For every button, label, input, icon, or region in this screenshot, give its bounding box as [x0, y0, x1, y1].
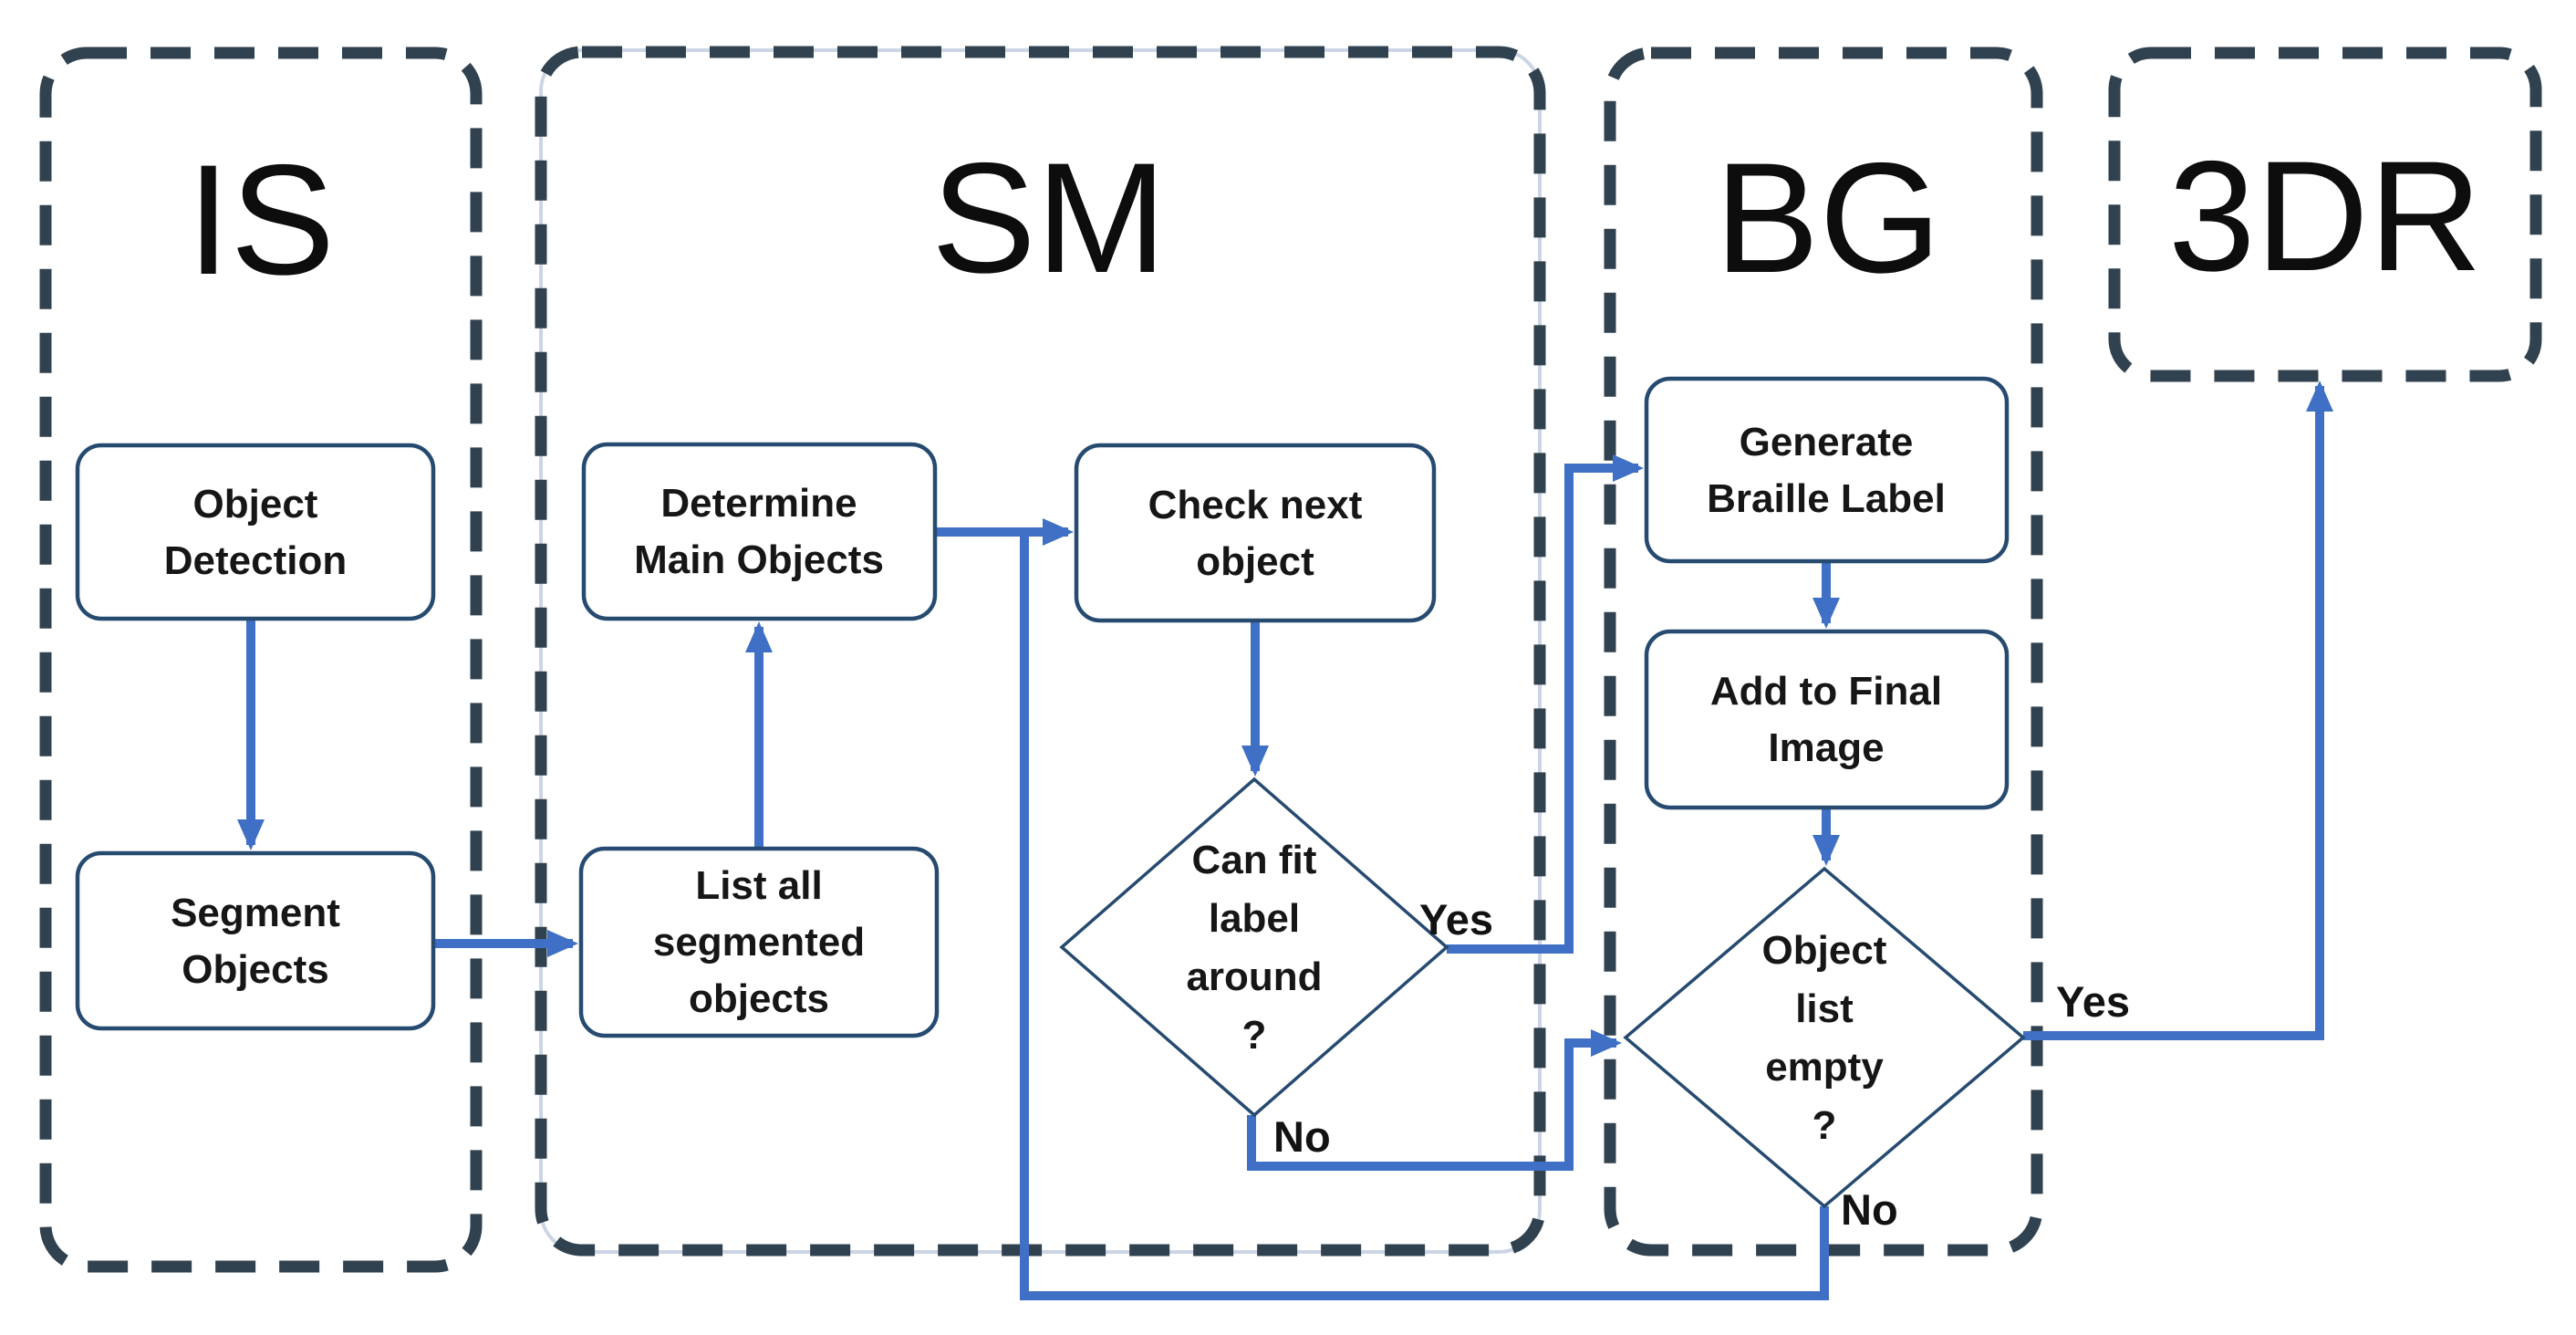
arrow-object-list-empty-yes-to-3dr	[2023, 381, 2333, 1040]
decision-object-list-empty-line-4: ?	[1813, 1103, 1837, 1148]
node-generate-braille-label-line-2: Braille Label	[1707, 476, 1946, 521]
node-determine-main-objects-box	[581, 442, 938, 621]
node-object-detection-line-2: Detection	[164, 538, 347, 583]
node-segment-objects-line-1: Segment	[171, 891, 340, 935]
decision-object-list-empty-shape	[1623, 866, 2026, 1209]
container-sm	[535, 46, 1546, 1257]
container-sm-label: SM	[931, 130, 1167, 306]
decision-object-list-empty-line-1: Object	[1762, 928, 1887, 973]
label-object-list-empty-no: No	[1841, 1185, 1898, 1234]
arrow-can-fit-yes-to-generate-braille	[1447, 454, 1644, 954]
node-check-next-object-line-2: object	[1196, 539, 1314, 584]
label-can-fit-yes: Yes	[1419, 895, 1493, 944]
node-check-next-object-box	[1074, 443, 1437, 623]
label-object-list-empty-yes: Yes	[2056, 977, 2130, 1026]
node-generate-braille-label-box	[1644, 376, 2010, 564]
decision-object-list-empty-line-2: list	[1795, 986, 1854, 1031]
node-list-segmented-objects-line-3: objects	[689, 976, 829, 1021]
node-generate-braille-label-line-1: Generate	[1740, 420, 1914, 464]
node-check-next-object-line-1: Check next	[1148, 483, 1363, 527]
arrow-can-fit-no-to-object-list-empty	[1247, 1029, 1622, 1171]
node-segment-objects-line-2: Objects	[182, 947, 328, 992]
label-can-fit-no: No	[1273, 1112, 1331, 1161]
node-check-next-object: Check next object	[1074, 443, 1437, 623]
node-object-detection-box	[75, 443, 436, 621]
node-add-to-final-image-line-2: Image	[1768, 725, 1884, 770]
node-determine-main-objects-line-1: Determine	[660, 481, 857, 526]
container-is-label: IS	[187, 132, 336, 308]
decision-object-list-empty-line-3: empty	[1765, 1045, 1884, 1090]
decision-can-fit-line-3: around	[1186, 954, 1322, 999]
decision-can-fit-line-2: label	[1209, 896, 1300, 941]
node-list-segmented-objects-box	[578, 846, 940, 1038]
node-list-segmented-objects-line-1: List all	[695, 863, 822, 908]
node-generate-braille-label: Generate Braille Label	[1644, 376, 2010, 564]
node-add-to-final-image: Add to Final Image	[1644, 629, 2010, 810]
container-is	[39, 47, 483, 1273]
node-object-detection: Object Detection	[75, 443, 436, 621]
node-list-segmented-objects-line-2: segmented	[653, 920, 865, 965]
line-object-list-empty-no-loop-to-check-next	[1020, 532, 1829, 1300]
node-object-detection-line-1: Object	[193, 482, 318, 527]
container-3dr	[2108, 47, 2542, 382]
decision-can-fit-label-around-shape	[1059, 777, 1449, 1118]
container-3dr-label: 3DR	[2168, 129, 2482, 304]
node-add-to-final-image-box	[1644, 629, 2010, 810]
decision-object-list-empty: Object list empty ?	[1623, 866, 2026, 1209]
decision-can-fit-line-1: Can fit	[1192, 838, 1317, 882]
node-determine-main-objects: Determine Main Objects	[581, 442, 938, 621]
node-add-to-final-image-line-1: Add to Final	[1710, 669, 1942, 714]
node-list-segmented-objects: List all segmented objects	[578, 846, 940, 1038]
node-segment-objects-box	[75, 850, 436, 1031]
node-determine-main-objects-line-2: Main Objects	[634, 537, 884, 582]
node-segment-objects: Segment Objects	[75, 850, 436, 1031]
decision-can-fit-label-around: Can fit label around ?	[1059, 777, 1449, 1118]
container-bg-label: BG	[1715, 130, 1942, 306]
decision-can-fit-line-4: ?	[1242, 1013, 1267, 1058]
